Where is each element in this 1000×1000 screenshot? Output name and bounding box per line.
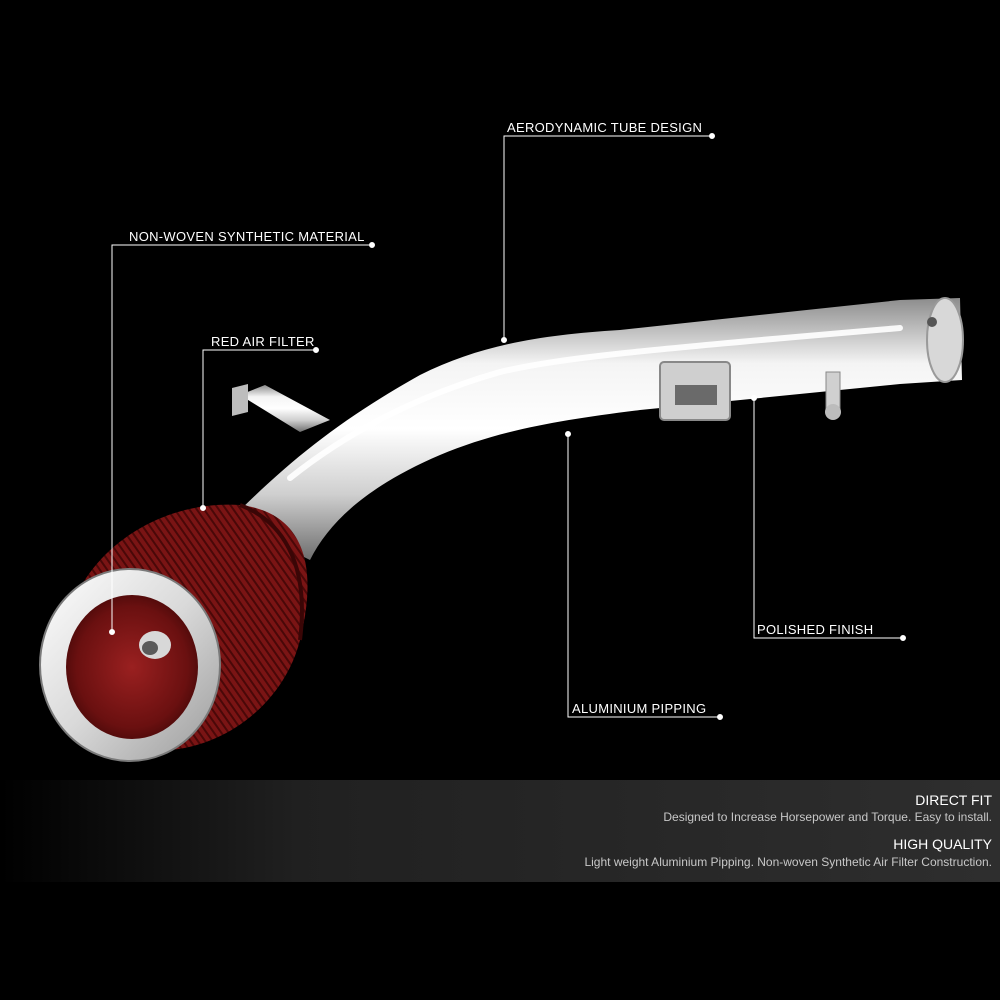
callout-aluminium-pipping: ALUMINIUM PIPPING (572, 701, 707, 716)
outlet-hole (927, 317, 937, 327)
pipe-outlet (926, 297, 964, 383)
feature-title-high-quality: HIGH QUALITY (893, 836, 992, 852)
bracket-tab (232, 384, 248, 416)
main-pipe (230, 298, 962, 560)
pipe-highlight (287, 325, 903, 481)
feature-band: DIRECT FIT Designed to Increase Horsepow… (0, 780, 1000, 882)
callout-aerodynamic-tube: AERODYNAMIC TUBE DESIGN (507, 120, 703, 135)
feature-desc-direct-fit: Designed to Increase Horsepower and Torq… (663, 810, 992, 824)
bracket-tube (240, 385, 330, 432)
feature-title-direct-fit: DIRECT FIT (915, 792, 992, 808)
callout-polished-finish: POLISHED FINISH (757, 622, 874, 637)
callout-red-air-filter: RED AIR FILTER (211, 334, 315, 349)
sensor-slot (675, 385, 717, 405)
feature-desc-high-quality: Light weight Aluminium Pipping. Non-wove… (584, 855, 992, 869)
filter-opening (66, 595, 198, 739)
callout-synthetic-material: NON-WOVEN SYNTHETIC MATERIAL (129, 229, 365, 244)
callout-lines (109, 133, 906, 720)
